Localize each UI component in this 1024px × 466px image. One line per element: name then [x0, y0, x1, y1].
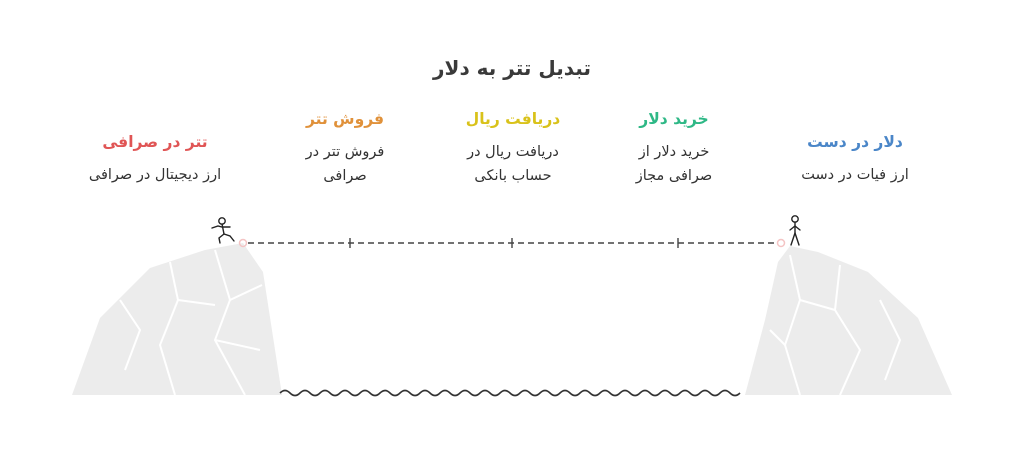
step-heading: تتر در صرافی	[102, 133, 208, 151]
step-tether-in-exchange: تتر در صرافی ارز دیجیتال در صرافی	[60, 133, 250, 187]
right-cliff	[745, 246, 952, 396]
walking-person-icon	[211, 217, 235, 244]
step-dollar-in-hand: دلار در دست ارز فیات در دست	[780, 133, 930, 187]
page-title: تبدیل تتر به دلار	[433, 56, 591, 80]
step-heading: خرید دلار	[639, 110, 709, 128]
standing-person-icon	[789, 215, 801, 246]
water-waves	[279, 389, 741, 397]
left-cliff	[72, 243, 282, 396]
rope-anchor-right	[776, 238, 786, 248]
rope-anchor-left	[238, 238, 248, 248]
step-heading: دلار در دست	[807, 133, 903, 151]
step-heading: فروش تتر	[306, 110, 384, 128]
step-description: ارز دیجیتال در صرافی	[88, 167, 222, 183]
step-description: ارز فیات در دست	[801, 167, 909, 183]
step-heading: دریافت ریال	[465, 110, 561, 128]
